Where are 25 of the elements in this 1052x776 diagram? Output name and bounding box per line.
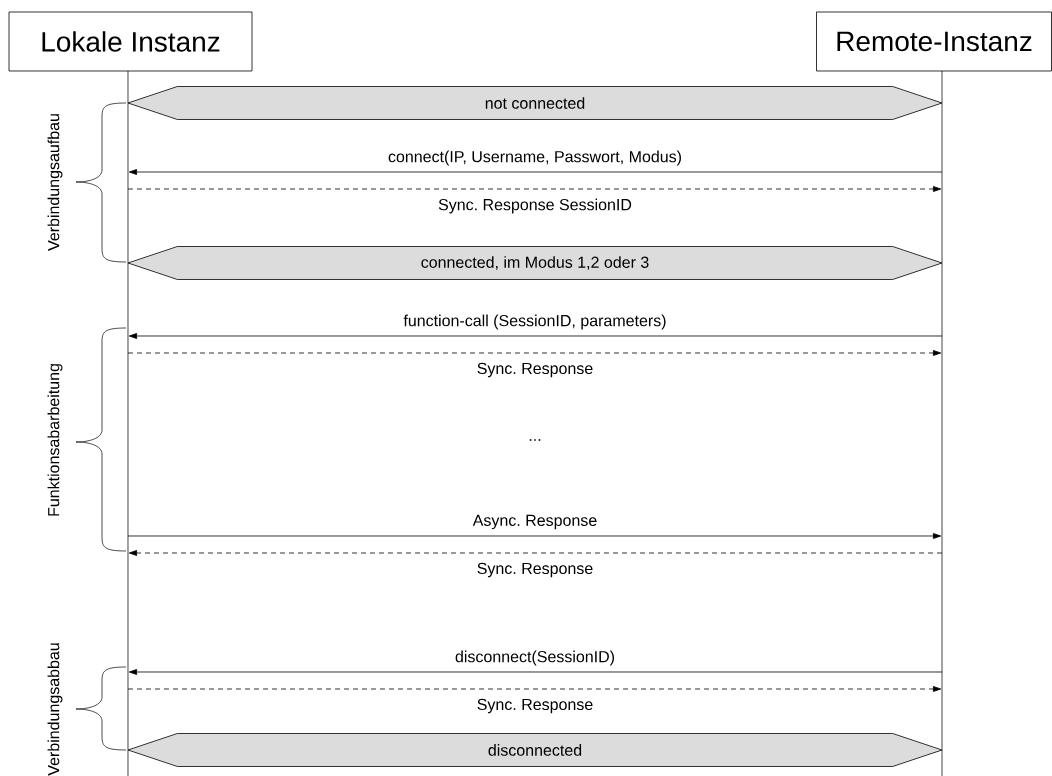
message-arrow <box>127 350 942 356</box>
state-hexagon: not connected <box>127 86 943 120</box>
message-arrow <box>128 550 943 556</box>
ellipsis: ... <box>529 439 541 441</box>
message-arrow <box>127 533 942 539</box>
section-label: Funktionsabarbeitung <box>47 364 63 516</box>
message-arrow <box>128 669 943 675</box>
message-label: Sync. Response <box>475 697 595 715</box>
state-hexagon: connected, im Modus 1,2 oder 3 <box>127 246 943 280</box>
message-arrow <box>127 186 942 192</box>
section-label: Verbindungsaufbau <box>47 114 63 251</box>
section-label: Verbindungsabbau <box>47 643 63 776</box>
message-label: Sync. Response SessionID <box>437 197 633 215</box>
message-arrow <box>127 686 942 692</box>
message-arrow <box>128 333 943 339</box>
message-label: function-call (SessionID, parameters) <box>402 313 668 331</box>
message-label: connect(IP, Username, Passwort, Modus) <box>387 149 684 167</box>
state-hexagon: disconnected <box>127 733 943 767</box>
participant-box: Lokale Instanz <box>8 11 253 72</box>
message-arrow <box>128 169 943 175</box>
message-label: Async. Response <box>471 513 599 531</box>
message-label: Sync. Response <box>475 361 595 379</box>
message-label: disconnect(SessionID) <box>453 649 617 667</box>
message-label: Sync. Response <box>475 561 595 579</box>
participant-box: Remote-Instanz <box>816 11 1052 72</box>
